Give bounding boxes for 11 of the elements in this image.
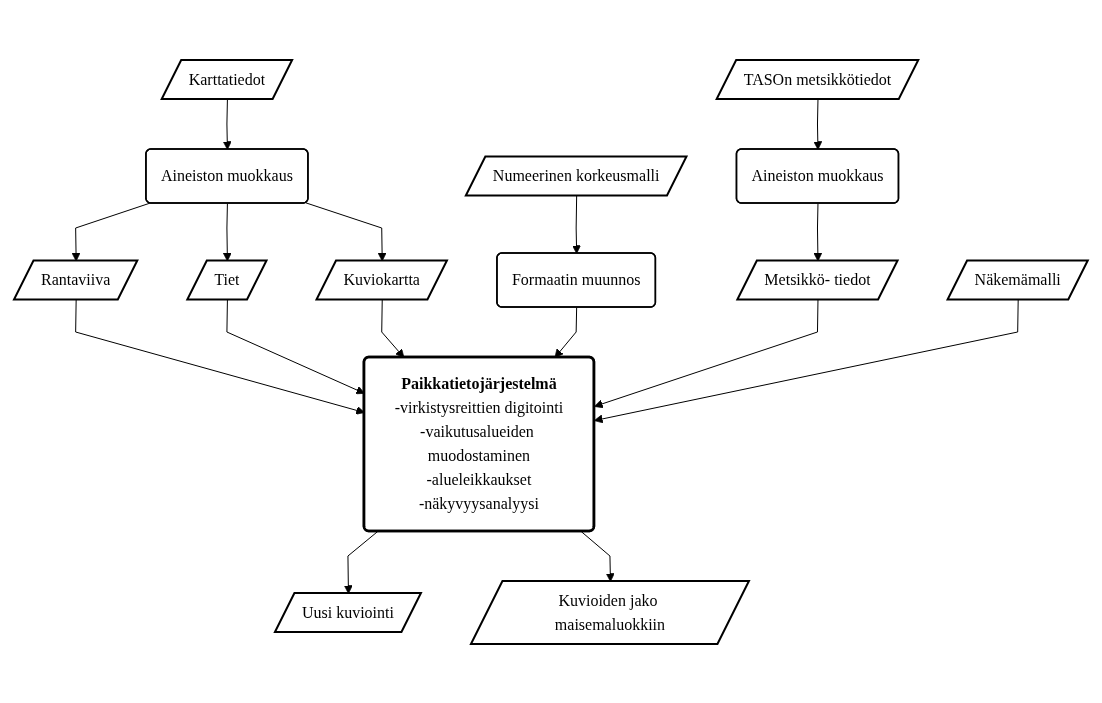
arrow [222, 98, 232, 150]
arrow [305, 201, 387, 261]
arrow [572, 195, 581, 254]
arrow [813, 202, 823, 261]
arrow [75, 299, 365, 415]
arrow [223, 202, 232, 261]
arrow [226, 299, 365, 394]
arrow [813, 98, 823, 150]
arrow [71, 202, 151, 261]
arrow [594, 299, 819, 408]
arrow [594, 299, 1019, 423]
